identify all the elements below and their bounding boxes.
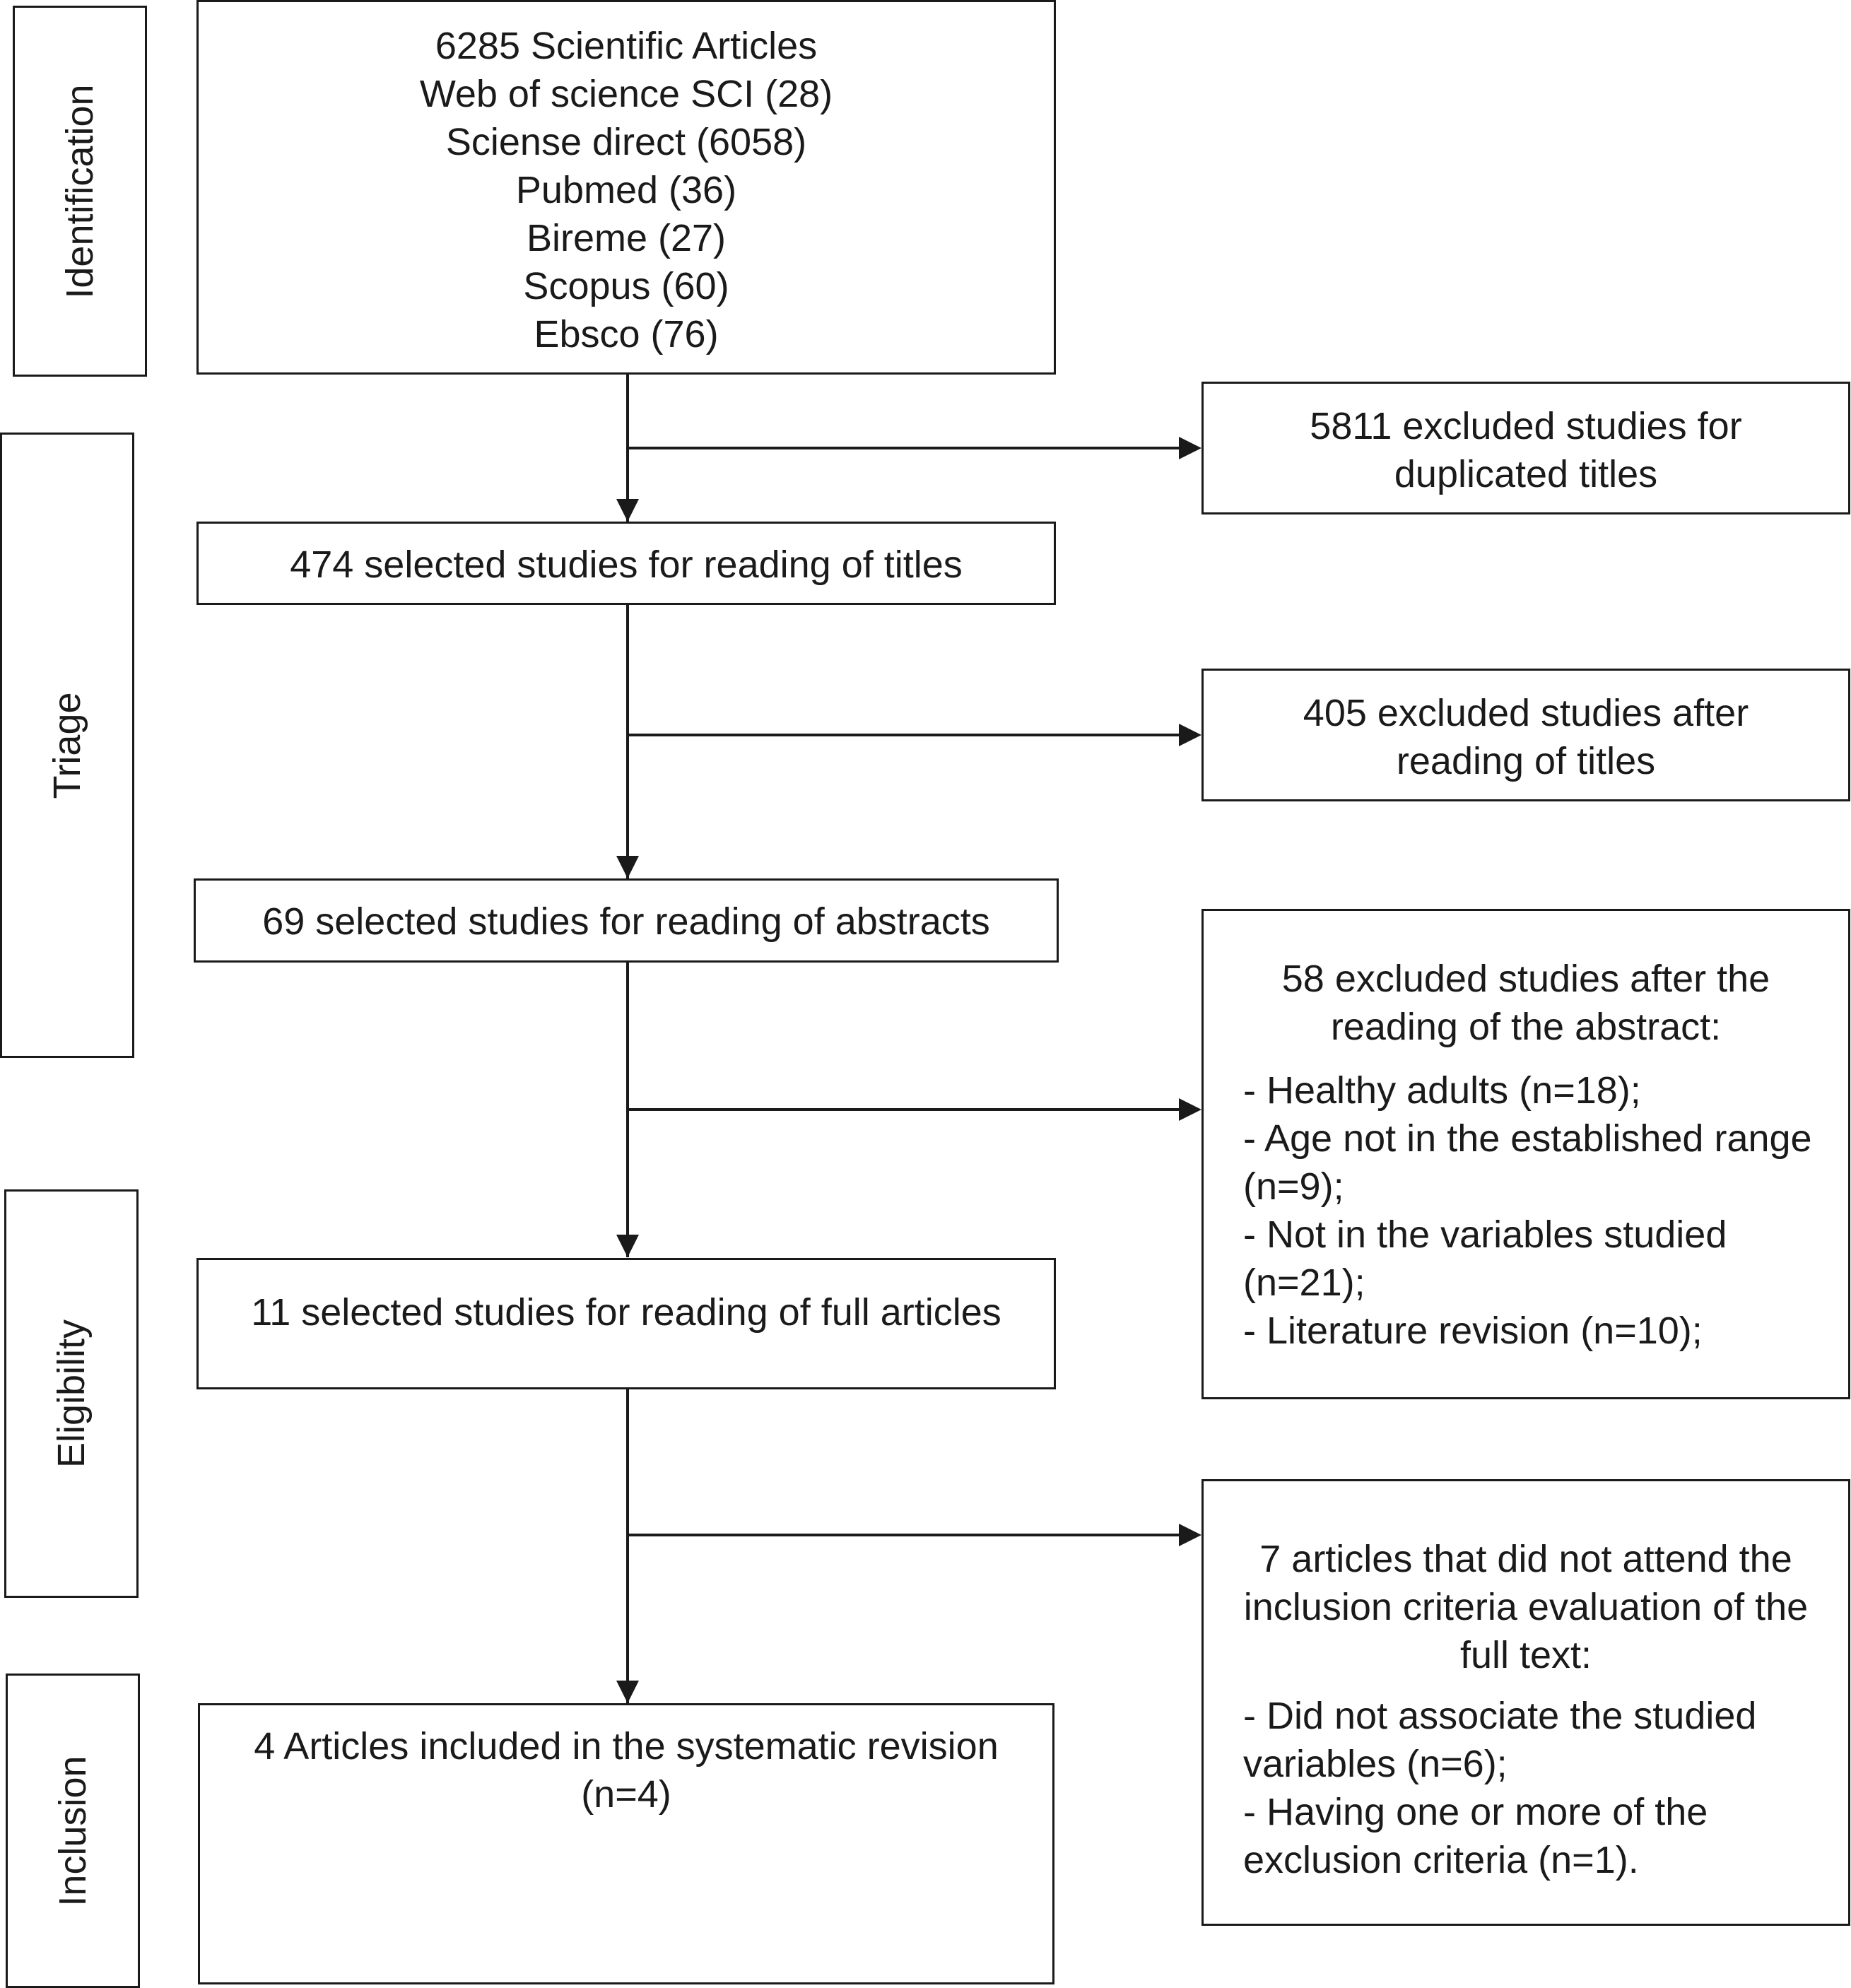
stage-identification: Identification [13, 6, 147, 377]
arrow-down-abstracts [616, 856, 639, 878]
stage-triage: Triage [0, 433, 134, 1058]
abstracts-excluded-item-healthy-adults: - Healthy adults (n=18); [1243, 1069, 1641, 1112]
abstracts-excluded-item-literature: - Literature revision (n=10); [1243, 1310, 1703, 1352]
fulltext-excluded-header-line1: 7 articles that did not attend the [1259, 1538, 1792, 1580]
abstracts-selected-box: 69 selected studies for reading of abstr… [194, 878, 1059, 963]
included-box: 4 Articles included in the systematic re… [198, 1703, 1054, 1984]
fulltext-excluded-header-line3: full text: [1459, 1634, 1592, 1676]
abstracts-excluded-header-line2: reading of the abstract: [1330, 1006, 1722, 1048]
source-bireme: Bireme (27) [526, 217, 727, 259]
arrow-right-abstract-exclusions [1179, 1098, 1201, 1121]
abstracts-excluded-box: 58 excluded studies after the reading of… [1201, 909, 1850, 1399]
full-selected-box: 11 selected studies for reading of full … [196, 1258, 1056, 1389]
included-text: 4 Articles included in the systematic re… [254, 1725, 999, 1768]
stage-inclusion-label: Inclusion [52, 1755, 94, 1907]
included-count: (n=4) [581, 1773, 671, 1816]
abstracts-excluded-item-variables-count: (n=21); [1243, 1261, 1365, 1304]
abstracts-excluded-item-age: - Age not in the established range [1243, 1117, 1812, 1160]
source-science-direct: Sciense direct (6058) [445, 121, 807, 163]
stage-triage-label: Triage [46, 691, 88, 799]
arrow-down-full [616, 1235, 639, 1257]
abstracts-selected-text: 69 selected studies for reading of abstr… [262, 900, 990, 943]
full-selected-text: 11 selected studies for reading of full … [251, 1291, 1001, 1334]
sources-box: 6285 Scientific Articles Web of science … [196, 0, 1056, 375]
abstracts-excluded-header-line1: 58 excluded studies after the [1281, 958, 1770, 1000]
duplicates-excluded-line2: duplicated titles [1394, 453, 1658, 495]
abstracts-excluded-list: - Healthy adults (n=18); - Age not in th… [1243, 1066, 1834, 1355]
arrow-down-included [616, 1681, 639, 1703]
stage-inclusion: Inclusion [6, 1674, 140, 1988]
arrow-right-duplicates [1179, 437, 1201, 459]
arrow-right-fulltext-exclusions [1179, 1524, 1201, 1546]
arrow-down-titles [616, 499, 639, 522]
source-ebsco: Ebsco (76) [534, 313, 719, 355]
titles-excluded-line1: 405 excluded studies after [1303, 692, 1749, 734]
titles-excluded-box: 405 excluded studies after reading of ti… [1201, 669, 1850, 801]
titles-selected-text: 474 selected studies for reading of titl… [290, 543, 963, 586]
source-scopus: Scopus (60) [523, 265, 729, 307]
source-pubmed: Pubmed (36) [515, 169, 737, 211]
abstracts-excluded-header: 58 excluded studies after the reading of… [1218, 955, 1834, 1051]
duplicates-excluded-line1: 5811 excluded studies for [1310, 405, 1742, 447]
arrow-right-title-exclusions [1179, 724, 1201, 746]
abstracts-excluded-item-age-count: (n=9); [1243, 1165, 1344, 1208]
titles-selected-box: 474 selected studies for reading of titl… [196, 522, 1056, 605]
stage-identification-label: Identification [59, 83, 101, 299]
fulltext-excluded-item-criteria: - Having one or more of the [1243, 1791, 1708, 1833]
sources-total: 6285 Scientific Articles [435, 25, 818, 67]
titles-excluded-line2: reading of titles [1396, 740, 1656, 782]
fulltext-excluded-item-criteria-count: exclusion criteria (n=1). [1243, 1839, 1639, 1881]
fulltext-excluded-list: - Did not associate the studied variable… [1243, 1692, 1834, 1884]
stage-eligibility: Eligibility [4, 1189, 139, 1598]
fulltext-excluded-item-association-count: variables (n=6); [1243, 1743, 1508, 1785]
duplicates-excluded-box: 5811 excluded studies for duplicated tit… [1201, 382, 1850, 514]
fulltext-excluded-header: 7 articles that did not attend the inclu… [1218, 1535, 1834, 1679]
stage-eligibility-label: Eligibility [50, 1319, 93, 1469]
fulltext-excluded-item-association: - Did not associate the studied [1243, 1695, 1757, 1737]
fulltext-excluded-header-line2: inclusion criteria evaluation of the [1243, 1586, 1809, 1628]
source-web-of-science: Web of science SCI (28) [419, 73, 833, 115]
abstracts-excluded-item-variables: - Not in the variables studied [1243, 1213, 1727, 1256]
fulltext-excluded-box: 7 articles that did not attend the inclu… [1201, 1479, 1850, 1926]
